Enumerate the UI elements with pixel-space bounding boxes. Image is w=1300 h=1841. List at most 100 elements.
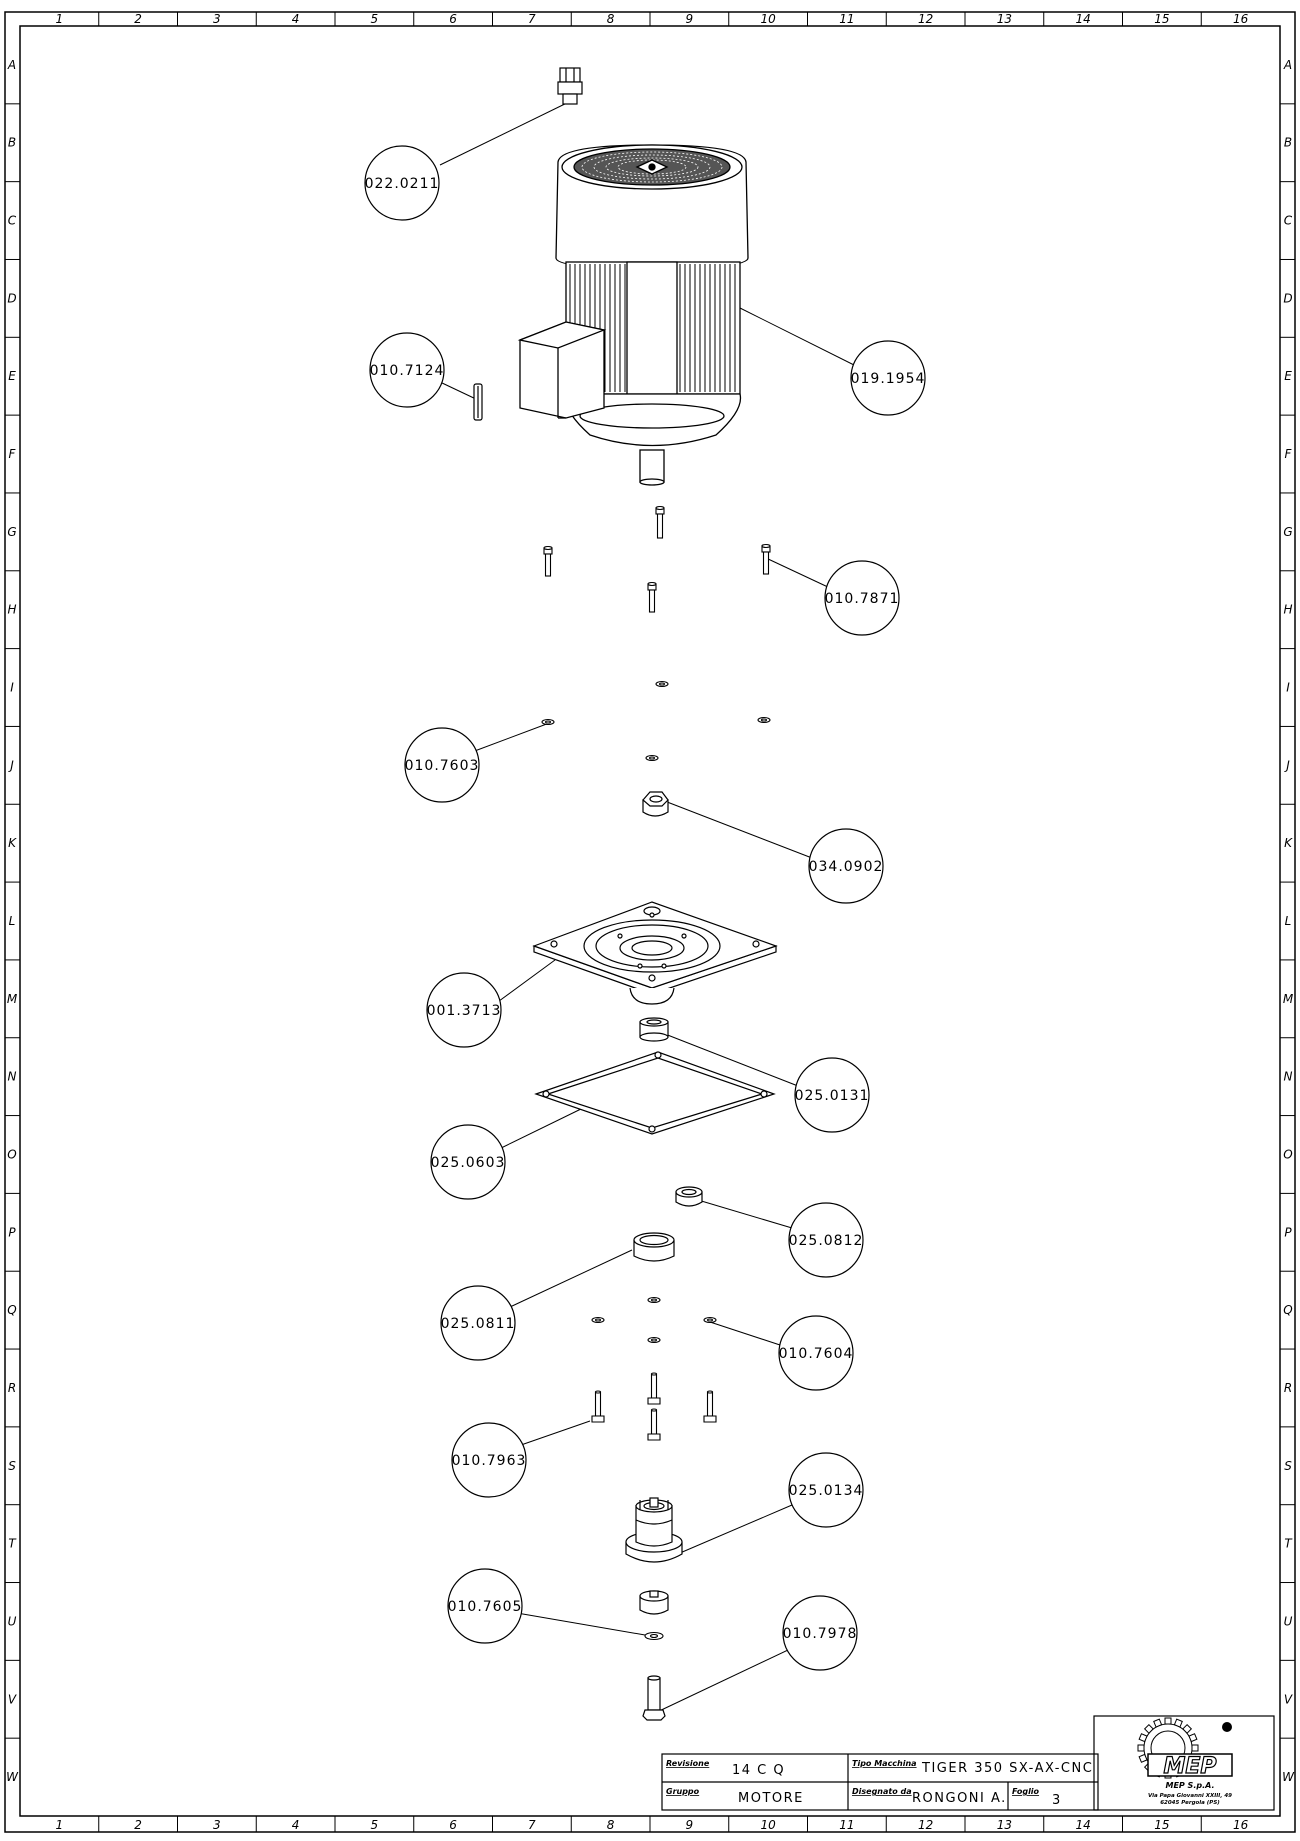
grid-row-left-W: W [6, 1770, 19, 1784]
grid-row-left-H: H [7, 603, 16, 617]
bolt-010-7978 [642, 1675, 666, 1721]
callout-bubble [778, 1315, 854, 1391]
grid-row-right-B: B [1284, 136, 1292, 150]
grid-row-left-U: U [8, 1614, 17, 1628]
grid-row-right-Q: Q [1283, 1303, 1292, 1317]
shaft-key-part [473, 383, 483, 421]
grid-row-left-M: M [7, 992, 18, 1006]
callout-bubble [788, 1452, 864, 1528]
grid-row-right-O: O [1283, 1147, 1292, 1161]
grid-col-top-4: 4 [292, 12, 300, 26]
grid-row-left-E: E [8, 369, 16, 383]
callout-bubble [451, 1422, 527, 1498]
grid-row-left-V: V [8, 1692, 17, 1706]
callout-bubble [430, 1124, 506, 1200]
grid-row-left-C: C [8, 214, 17, 228]
grid-row-right-R: R [1284, 1381, 1292, 1395]
grid-row-left-G: G [7, 525, 16, 539]
grid-row-right-V: V [1284, 1692, 1293, 1706]
registered-mark-icon [1222, 1722, 1232, 1732]
grid-col-bottom-4: 4 [292, 1818, 300, 1832]
hex-nut-part [642, 791, 669, 817]
grid-col-top-7: 7 [528, 12, 536, 26]
grid-col-bottom-16: 16 [1233, 1818, 1249, 1832]
grid-col-bottom-5: 5 [371, 1818, 379, 1832]
leader-lines [439, 99, 859, 1714]
callout-025-0811: 025.0811 [440, 1285, 516, 1361]
ring-part [675, 1186, 703, 1207]
callout-bubble [369, 332, 445, 408]
washer-010-7605 [644, 1631, 664, 1641]
grid-row-right-S: S [1284, 1459, 1292, 1473]
gasket-part [534, 1051, 776, 1135]
grid-row-right-T: T [1284, 1537, 1293, 1551]
grid-row-right-U: U [1284, 1614, 1293, 1628]
grid-col-bottom-3: 3 [213, 1818, 221, 1832]
grid-row-left-S: S [8, 1459, 16, 1473]
callout-bubble [782, 1595, 858, 1671]
grid-row-right-P: P [1284, 1225, 1292, 1239]
logo-address-line2: 62045 Pergola (PS) [1160, 1800, 1220, 1806]
callout-bubble [808, 828, 884, 904]
grid-col-top-11: 11 [839, 12, 854, 26]
callout-001-3713: 001.3713 [426, 972, 502, 1048]
grid-col-bottom-13: 13 [997, 1818, 1012, 1832]
callout-010-7978: 010.7978 [782, 1595, 858, 1671]
grid-row-right-J: J [1284, 758, 1290, 772]
callout-025-0812: 025.0812 [788, 1202, 864, 1278]
bushing-part [633, 1232, 675, 1262]
callout-010-7871: 010.7871 [824, 560, 900, 636]
callout-label: 025.0812 [789, 1233, 864, 1249]
grid-row-left-I: I [10, 681, 14, 695]
grid-col-bottom-10: 10 [760, 1818, 776, 1832]
revisione-value: 14 C Q [732, 1763, 785, 1778]
grid-row-left-B: B [8, 136, 16, 150]
small-nut-part [639, 1590, 669, 1615]
washers-010-7603 [541, 680, 771, 762]
grid-row-left-D: D [7, 291, 16, 305]
grid-row-right-L: L [1285, 914, 1292, 928]
grid-col-bottom-14: 14 [1075, 1818, 1090, 1832]
callout-label: 025.0134 [789, 1483, 864, 1499]
callout-010-7604: 010.7604 [778, 1315, 854, 1391]
logo-company: MEP S.p.A. [1165, 1781, 1214, 1790]
grid-col-top-9: 9 [686, 12, 694, 26]
screws-010-7871 [543, 505, 771, 613]
grid-col-bottom-6: 6 [449, 1818, 457, 1832]
callout-label: 025.0131 [795, 1088, 870, 1104]
callout-bubble [364, 145, 440, 221]
callouts: 022.0211019.1954010.7124010.7871010.7603… [364, 145, 926, 1671]
callout-bubble [794, 1057, 870, 1133]
grid-col-top-1: 1 [56, 12, 64, 26]
grid-col-top-5: 5 [371, 12, 379, 26]
disegnato-value: RONGONI A. [912, 1791, 1007, 1806]
callout-025-0131: 025.0131 [794, 1057, 870, 1133]
grid-col-top-14: 14 [1075, 12, 1090, 26]
washers-010-7604 [591, 1296, 717, 1344]
grid-row-left-J: J [8, 758, 14, 772]
callout-label: 022.0211 [365, 176, 440, 192]
callout-bubble [440, 1285, 516, 1361]
logo-brand: MEP [1163, 1754, 1216, 1779]
callout-010-7124: 010.7124 [369, 332, 445, 408]
callout-label: 034.0902 [809, 859, 884, 875]
grid-row-left-P: P [8, 1225, 16, 1239]
callout-label: 010.7124 [370, 363, 445, 379]
grid-row-right-A: A [1283, 58, 1292, 72]
grid-col-bottom-2: 2 [134, 1818, 142, 1832]
callout-bubble [447, 1568, 523, 1644]
grid-col-top-2: 2 [134, 12, 142, 26]
callout-bubble [824, 560, 900, 636]
grid-row-left-K: K [8, 836, 17, 850]
grid-row-right-D: D [1283, 291, 1292, 305]
grid-col-top-3: 3 [213, 12, 221, 26]
grid-ticks [5, 12, 1295, 1832]
tipo-macchina-value: TIGER 350 SX-AX-CNC [921, 1761, 1093, 1776]
callout-label: 010.7978 [783, 1626, 858, 1642]
callout-label: 019.1954 [851, 371, 926, 387]
callout-022-0211: 022.0211 [364, 145, 440, 221]
grid-col-bottom-7: 7 [528, 1818, 536, 1832]
callout-025-0134: 025.0134 [788, 1452, 864, 1528]
foglio-value: 3 [1052, 1793, 1062, 1808]
callout-034-0902: 034.0902 [808, 828, 884, 904]
